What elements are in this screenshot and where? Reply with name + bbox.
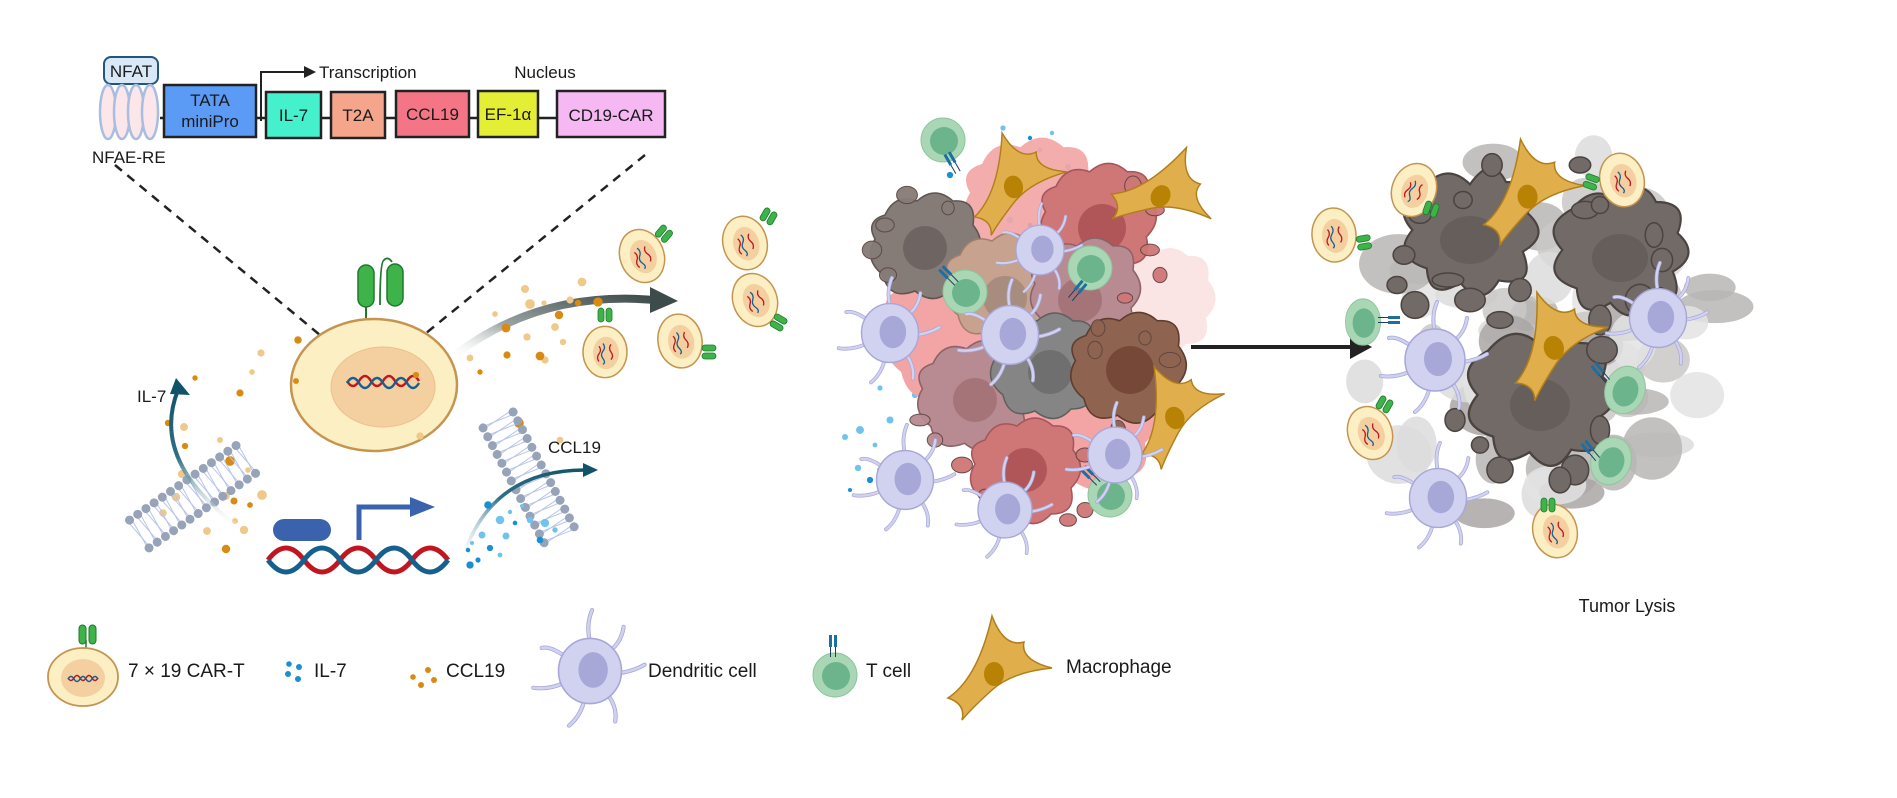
- il7-secretion-arrow: [169, 378, 238, 527]
- legend-item-car-t: 7 × 19 CAR-T: [47, 624, 245, 707]
- tumor-lysis-label: Tumor Lysis: [1579, 596, 1676, 616]
- transcription-label: Transcription: [319, 63, 417, 82]
- segment-cd19-car-label: CD19-CAR: [568, 106, 653, 125]
- legend-label-il7: IL-7: [314, 661, 347, 682]
- segment-il7-label: IL-7: [279, 106, 308, 125]
- response-element-label: NFAE-RE: [92, 148, 166, 167]
- nucleus-label: Nucleus: [514, 63, 575, 82]
- segment-ccl19: CCL19: [394, 89, 471, 139]
- membrane-left: [125, 441, 261, 553]
- legend-item-ccl19: CCL19: [410, 661, 505, 688]
- legend: 7 × 19 CAR-T IL-7 CCL19 Dendritic cell: [47, 610, 1172, 726]
- gene-construct: NFAT NFAE-RE TATA miniPro Transcription …: [92, 56, 667, 167]
- migration-arrow: [451, 287, 678, 359]
- gene-expression-dna: [266, 497, 450, 575]
- t-cell-icon: [812, 634, 858, 698]
- segment-ef1a-label: EF-1α: [485, 105, 532, 124]
- segment-ef1a: EF-1α: [476, 89, 540, 139]
- legend-item-dendritic-cell: Dendritic cell: [533, 610, 757, 726]
- segment-ccl19-label: CCL19: [406, 105, 459, 124]
- promoter-arrow-icon: [410, 497, 435, 517]
- legend-label-t-cell: T cell: [866, 661, 911, 682]
- legend-item-macrophage: Macrophage: [947, 615, 1172, 721]
- macrophage-icon: [947, 615, 1053, 721]
- legend-item-t-cell: T cell: [812, 634, 911, 698]
- nfat-label: NFAT: [110, 62, 152, 81]
- segment-t2a-label: T2A: [342, 106, 374, 125]
- promoter-label-line1: TATA: [190, 91, 230, 110]
- legend-label-macrophage: Macrophage: [1066, 657, 1172, 678]
- segment-t2a: T2A: [329, 90, 387, 140]
- car-receptor-icon: [357, 257, 404, 318]
- transcription-factor: [273, 519, 331, 541]
- il7-dots-icon: [285, 661, 302, 682]
- segment-cd19-car: CD19-CAR: [555, 89, 667, 139]
- membrane-right: [478, 407, 579, 548]
- zoom-guide-lines: [114, 154, 646, 346]
- tumor-mass: [861, 137, 1216, 527]
- il7-label: IL-7: [137, 387, 166, 406]
- transcription-arrow: [260, 66, 316, 121]
- response-element-repeats: [98, 83, 160, 141]
- segment-il7: IL-7: [264, 90, 323, 140]
- car-t-icon: [47, 624, 119, 707]
- ccl19-secretion-arrow: [460, 463, 598, 561]
- progression-arrow: [1191, 335, 1372, 359]
- ccl19-dots-icon: [410, 667, 437, 688]
- legend-item-il7: IL-7: [285, 661, 347, 682]
- promoter-label-line2: miniPro: [181, 112, 239, 131]
- car-t-cell-main: [289, 257, 459, 453]
- nfat-badge: NFAT: [103, 56, 159, 85]
- dna-icon: [345, 374, 421, 390]
- legend-label-car-t: 7 × 19 CAR-T: [128, 661, 245, 682]
- ccl19-label: CCL19: [548, 438, 601, 457]
- dendritic-cell-icon: [533, 610, 644, 726]
- migrating-car-t-cells: [582, 206, 789, 379]
- legend-label-ccl19: CCL19: [446, 661, 505, 682]
- legend-label-dendritic-cell: Dendritic cell: [648, 661, 757, 682]
- promoter-box: TATA miniPro: [162, 83, 258, 139]
